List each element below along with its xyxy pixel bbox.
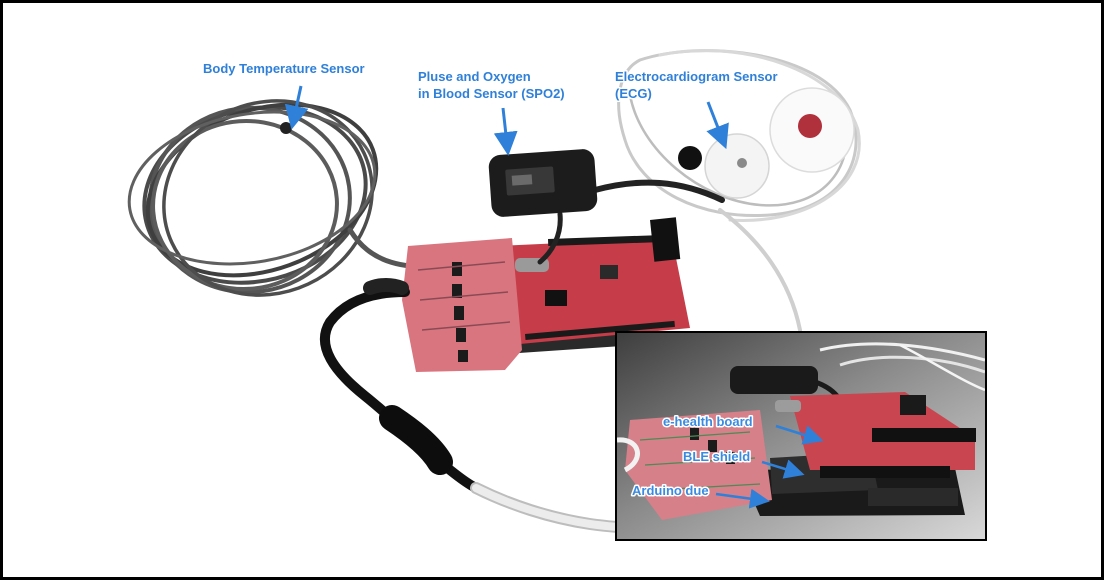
inset-protoboard-component xyxy=(690,428,699,440)
inset-header xyxy=(868,488,958,506)
inset-shield-header xyxy=(820,466,950,478)
inset-audio-jack xyxy=(775,400,801,412)
protoboard-component xyxy=(456,328,466,342)
coil-loop xyxy=(162,99,374,297)
ecg-lead-cables xyxy=(617,48,861,332)
inset-white-cable xyxy=(839,355,985,374)
board-assembly xyxy=(402,217,690,372)
protoboard-component xyxy=(452,262,462,276)
inset-protoboard xyxy=(625,410,772,520)
ecg-electrodes xyxy=(678,87,855,199)
connector xyxy=(545,290,567,306)
inset-left-cable xyxy=(617,437,640,473)
inset-white-cable xyxy=(899,343,985,392)
protoboard xyxy=(402,238,522,372)
arrow-arduino-due xyxy=(715,488,770,509)
terminal-block xyxy=(649,217,681,262)
arrow-ble-shield xyxy=(761,459,805,479)
ecg-cable xyxy=(658,48,861,222)
inset-protoboard-component xyxy=(708,440,717,452)
pulse-oximeter xyxy=(488,149,725,265)
ecg-cable xyxy=(617,49,858,218)
ecg-cable xyxy=(718,208,802,332)
label-spo2-line1: Pluse and Oxygen xyxy=(418,69,531,84)
label-arduino-due: Arduino due xyxy=(632,483,709,498)
inset-protoboard-wires xyxy=(639,431,761,491)
electrode-snap-red xyxy=(798,114,822,138)
taped-cable xyxy=(320,278,626,533)
label-body-temperature-sensor: Body Temperature Sensor xyxy=(203,61,365,76)
arrow-spo2 xyxy=(493,107,518,156)
electrode-pad xyxy=(704,133,770,199)
oximeter-cable xyxy=(592,179,725,203)
white-cable xyxy=(472,484,624,531)
inset-shield-header xyxy=(872,428,976,442)
inset-oximeter xyxy=(730,366,818,394)
arrow-body-temperature xyxy=(284,85,309,130)
protoboard-component xyxy=(458,350,468,362)
inset-photo: e-health board BLE shield Arduino due xyxy=(615,331,987,541)
arrow-ecg xyxy=(706,101,729,150)
electrode-snap xyxy=(737,158,747,168)
inset-terminal-block xyxy=(900,395,926,415)
label-spo2-line2: in Blood Sensor (SPO2) xyxy=(418,86,565,101)
inset-border xyxy=(615,331,987,541)
label-ble-shield: BLE shield xyxy=(683,449,750,464)
coil-loop xyxy=(151,118,339,292)
oximeter-display-digits xyxy=(511,174,533,186)
main-annotations: Body Temperature Sensor Pluse and Oxygen… xyxy=(202,60,779,156)
tape-wrap xyxy=(379,405,453,475)
oximeter-cable xyxy=(537,211,563,265)
protoboard-wires xyxy=(417,261,511,331)
shield-header xyxy=(548,235,661,246)
ecg-cable xyxy=(628,93,848,207)
coil-loop xyxy=(142,105,368,285)
black-cable xyxy=(320,287,481,493)
label-ecg-line2: (ECG) xyxy=(615,86,652,101)
temperature-probe xyxy=(280,122,292,134)
tape-wrap xyxy=(363,278,409,295)
electrode-snap-black xyxy=(678,146,702,170)
label-e-health-board: e-health board xyxy=(663,414,753,429)
protoboard-component xyxy=(452,284,462,298)
arrow-e-health-board xyxy=(775,424,824,445)
protoboard-component xyxy=(454,306,464,320)
label-ecg-line1: Electrocardiogram Sensor xyxy=(615,69,778,84)
chip xyxy=(600,265,618,279)
inset-protoboard-component xyxy=(726,452,735,464)
coil-loop xyxy=(127,110,377,266)
shield-header xyxy=(525,320,675,340)
